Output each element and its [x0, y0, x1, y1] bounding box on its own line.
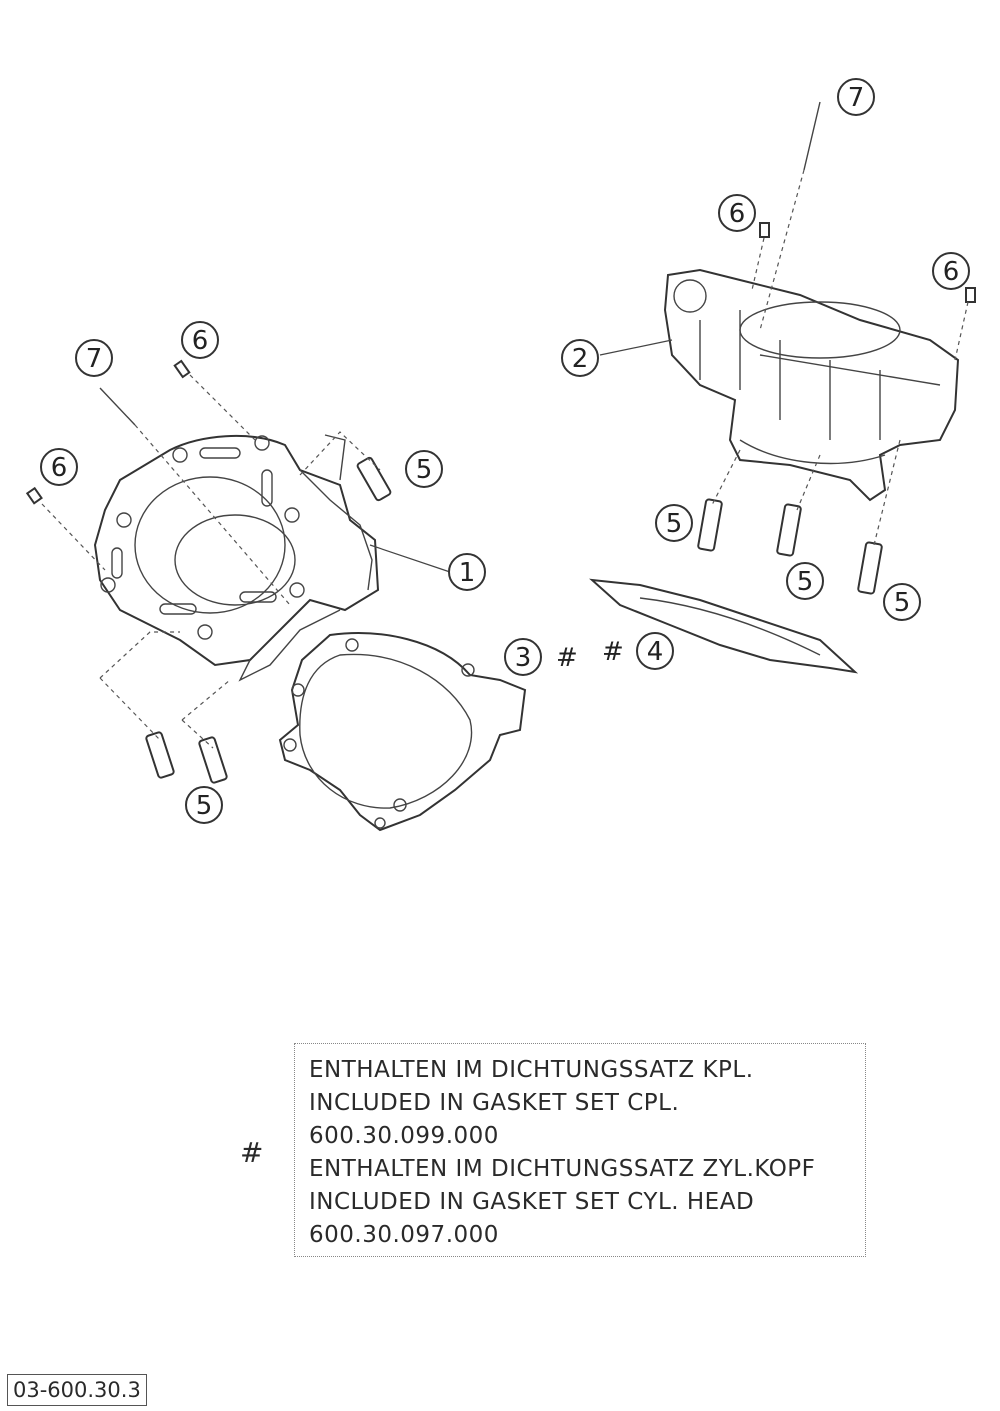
note-line: ENTHALTEN IM DICHTUNGSSATZ KPL. — [309, 1057, 754, 1083]
callout-6-top-left: 6 — [181, 321, 219, 359]
note-hash-marker: # — [240, 1136, 264, 1169]
note-line: INCLUDED IN GASKET SET CYL. HEAD — [309, 1189, 755, 1215]
bolt-5-right-c — [857, 541, 883, 595]
diagram-reference-code: 03-600.30.3 — [7, 1374, 147, 1406]
head-gasket-part — [589, 578, 859, 674]
dowel-6-left — [25, 486, 106, 571]
hash-marker-gasket-4: # — [602, 637, 624, 667]
hash-marker-gasket-3: # — [556, 643, 578, 673]
callout-6-left: 6 — [40, 448, 78, 486]
bolt-5-right-a — [697, 498, 723, 552]
callout-5-upper-left: 5 — [405, 450, 443, 488]
callout-6-right: 6 — [932, 252, 970, 290]
callout-5-lower-left: 5 — [185, 786, 223, 824]
callout-7-right: 7 — [837, 78, 875, 116]
stud-7-left — [99, 387, 291, 606]
svg-text:5: 5 — [416, 455, 433, 485]
svg-text:1: 1 — [459, 558, 476, 588]
callout-6-right-top: 6 — [718, 194, 756, 232]
bolt-parts — [145, 456, 883, 784]
callout-2: 2 — [561, 339, 599, 377]
note-line: INCLUDED IN GASKET SET CPL. — [309, 1090, 680, 1116]
dowel-6-right-top — [751, 222, 770, 291]
note-line: 600.30.099.000 — [309, 1123, 499, 1149]
svg-text:6: 6 — [943, 257, 960, 287]
svg-text:2: 2 — [572, 344, 589, 374]
svg-text:3: 3 — [515, 643, 532, 673]
dowel-6-top-left — [173, 359, 256, 441]
cylinder-head-part — [663, 268, 960, 502]
callout-4: 4 — [636, 632, 674, 670]
svg-text:6: 6 — [729, 199, 746, 229]
callout-7-left: 7 — [75, 339, 113, 377]
svg-text:7: 7 — [848, 83, 865, 113]
callout-5-right-b: 5 — [786, 562, 824, 600]
svg-text:5: 5 — [666, 509, 683, 539]
callout-5-right-c: 5 — [883, 583, 921, 621]
svg-text:6: 6 — [51, 453, 68, 483]
dowel-6-right — [954, 287, 976, 361]
callout-5-right-a: 5 — [655, 504, 693, 542]
svg-text:4: 4 — [647, 637, 664, 667]
base-gasket-part — [278, 632, 527, 832]
bolt-5-upper-left — [356, 456, 392, 502]
cylinder-part — [93, 434, 380, 682]
bolt-5-right-b — [776, 503, 802, 557]
callout-1: 1 — [448, 553, 486, 591]
svg-text:5: 5 — [797, 567, 814, 597]
svg-text:5: 5 — [894, 588, 911, 618]
note-line: 600.30.097.000 — [309, 1222, 499, 1248]
svg-text:6: 6 — [192, 326, 209, 356]
svg-text:7: 7 — [86, 344, 103, 374]
svg-text:5: 5 — [196, 791, 213, 821]
stud-7-right — [759, 101, 821, 331]
bolt-5-lower-left-b — [198, 736, 228, 784]
gasket-set-note: ENTHALTEN IM DICHTUNGSSATZ KPL. INCLUDED… — [294, 1043, 866, 1257]
note-line: ENTHALTEN IM DICHTUNGSSATZ ZYL.KOPF — [309, 1156, 816, 1182]
callout-3: 3 — [504, 638, 542, 676]
bolt-5-lower-left-a — [145, 731, 175, 779]
